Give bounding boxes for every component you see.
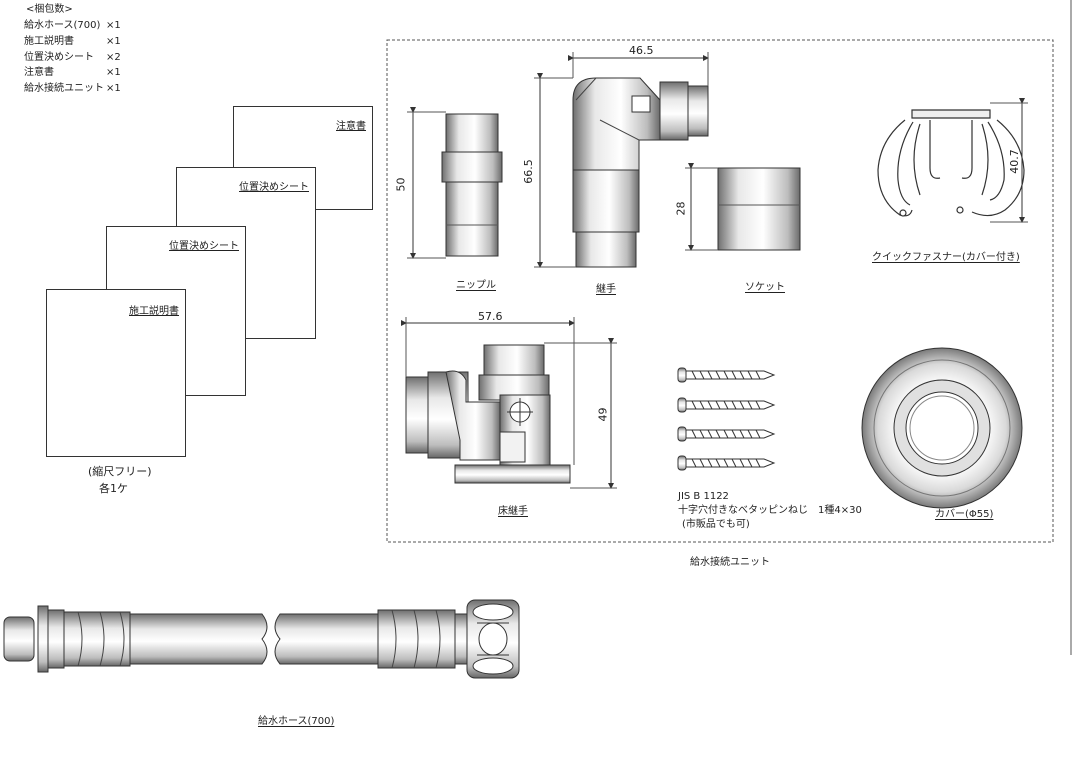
package-item-qty: ×1: [106, 83, 121, 94]
elbow-height-dimension: 66.5: [521, 159, 535, 184]
package-item-qty: ×2: [106, 52, 121, 63]
elbow-label: 継手: [596, 284, 616, 295]
quick-fastener-label: クイックファスナー(カバー付き): [872, 252, 1020, 263]
unit-boundary-box: [386, 39, 1054, 543]
package-item-name: 給水ホース(700): [24, 20, 101, 31]
package-item-name: 注意書: [24, 67, 54, 78]
socket-label: ソケット: [745, 282, 785, 293]
package-item-qty: ×1: [106, 67, 121, 78]
quick-fastener-dimension: [990, 98, 1028, 223]
floor-joint-part: [405, 344, 571, 484]
package-item-name: 給水接続ユニット: [24, 83, 104, 94]
package-item-name: 位置決めシート: [24, 52, 94, 63]
hose-label: 給水ホース(700): [258, 716, 335, 727]
position-sheet-label: 位置決めシート: [239, 182, 309, 193]
cover-label: カバー(Φ55): [935, 509, 994, 520]
unit-caption: 給水接続ユニット: [690, 557, 770, 568]
cover-part: [861, 347, 1023, 509]
floor-joint-dimensions: [401, 317, 617, 489]
nipple-height-dimension: 50: [394, 177, 408, 192]
screw-note-label: (市販品でも可): [682, 519, 750, 530]
elbow-part: [572, 77, 709, 268]
floor-joint-label: 床継手: [498, 506, 528, 517]
scale-note: (縮尺フリー): [88, 465, 152, 478]
position-sheet-label: 位置決めシート: [169, 241, 239, 252]
hose-part: [3, 599, 520, 679]
nipple-label: ニップル: [456, 280, 496, 291]
socket-dimension: [685, 163, 718, 251]
nipple-dimension: [407, 107, 446, 259]
package-item-qty: ×1: [106, 36, 121, 47]
floor-joint-height-dimension: 49: [596, 407, 610, 422]
elbow-width-dimension: 46.5: [629, 44, 654, 57]
package-list-title: <梱包数>: [26, 4, 73, 15]
nipple-part: [441, 113, 503, 257]
instructions-sheet: 施工説明書: [46, 289, 186, 457]
socket-part: [717, 167, 801, 251]
quick-fastener-part: [877, 109, 1025, 217]
package-item-qty: ×1: [106, 20, 121, 31]
quantity-note: 各1ケ: [99, 482, 128, 495]
screws-part: [677, 367, 776, 471]
caution-sheet-label: 注意書: [336, 121, 366, 132]
screw-description-label: 十字穴付きなべタッピンねじ 1種4×30: [678, 505, 862, 516]
instructions-sheet-label: 施工説明書: [129, 306, 179, 317]
fastener-height-dimension: 40.7: [1007, 149, 1021, 174]
screw-standard-label: JIS B 1122: [678, 491, 729, 502]
socket-height-dimension: 28: [674, 201, 688, 216]
package-item-name: 施工説明書: [24, 36, 74, 47]
elbow-dimensions: [534, 52, 709, 268]
floor-joint-width-dimension: 57.6: [478, 310, 503, 323]
